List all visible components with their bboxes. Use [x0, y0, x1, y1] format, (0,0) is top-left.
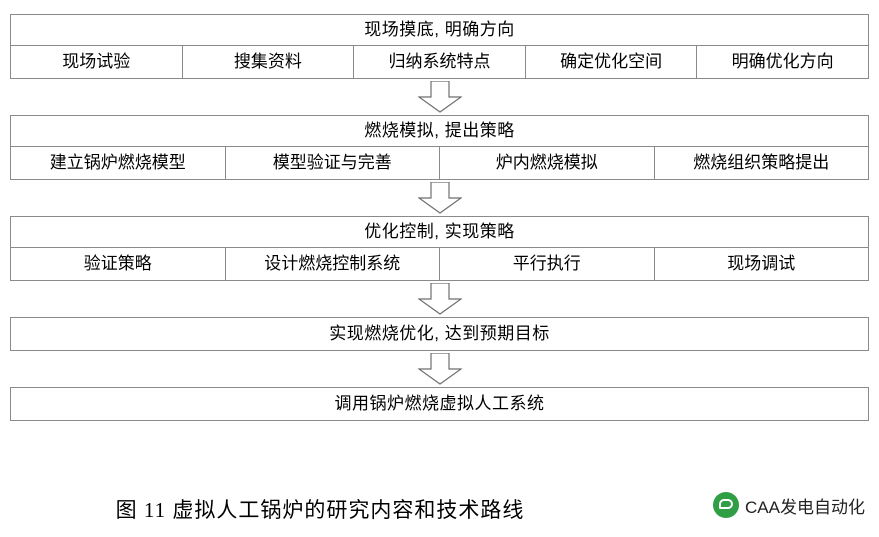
stage-2-title: 燃烧模拟, 提出策略	[11, 116, 868, 147]
stage-4-title: 实现燃烧优化, 达到预期目标	[329, 324, 550, 343]
stage-2-cell-4: 燃烧组织策略提出	[693, 153, 830, 172]
flow-stage-2: 燃烧模拟, 提出策略 建立锅炉燃烧模型 模型验证与完善 炉内燃烧模拟 燃烧组织策…	[10, 115, 869, 180]
flow-stage-4: 实现燃烧优化, 达到预期目标	[10, 317, 869, 351]
arrow-3-wrap	[10, 281, 869, 317]
down-arrow-icon	[417, 81, 462, 113]
stage-1-cell-1: 现场试验	[11, 46, 183, 78]
down-arrow-icon	[417, 283, 462, 315]
caa-leaf-logo-icon	[713, 492, 740, 518]
stage-3-cell-2: 设计燃烧控制系统	[226, 248, 440, 280]
stage-3-cell-3: 平行执行	[440, 248, 655, 280]
down-arrow-icon	[417, 353, 462, 385]
stage-3-row: 验证策略 设计燃烧控制系统 平行执行 现场调试	[11, 248, 868, 280]
stage-1-cell-2: 搜集资料	[183, 46, 355, 78]
stage-3-cell-4: 现场调试	[727, 254, 796, 273]
stage-3-title: 优化控制, 实现策略	[11, 217, 868, 248]
flowchart: 现场摸底, 明确方向 现场试验 搜集资料 归纳系统特点 确定优化空间 明确优化方…	[10, 14, 869, 421]
flow-stage-3: 优化控制, 实现策略 验证策略 设计燃烧控制系统 平行执行 现场调试	[10, 216, 869, 281]
arrow-2-wrap	[10, 180, 869, 216]
stage-1-row: 现场试验 搜集资料 归纳系统特点 确定优化空间 明确优化方向	[11, 46, 868, 78]
arrow-1-wrap	[10, 79, 869, 115]
watermark-text: CAA发电自动化	[745, 497, 865, 517]
stage-2-cell-3: 炉内燃烧模拟	[440, 147, 655, 179]
flow-stage-1: 现场摸底, 明确方向 现场试验 搜集资料 归纳系统特点 确定优化空间 明确优化方…	[10, 14, 869, 79]
stage-1-cell-3: 归纳系统特点	[354, 46, 526, 78]
stage-2-cell-1: 建立锅炉燃烧模型	[11, 147, 226, 179]
down-arrow-icon	[417, 182, 462, 214]
stage-5-title: 调用锅炉燃烧虚拟人工系统	[334, 394, 545, 413]
figure-caption: 图 11 虚拟人工锅炉的研究内容和技术路线	[115, 498, 525, 522]
stage-3-cell-1: 验证策略	[11, 248, 226, 280]
stage-2-cell-2: 模型验证与完善	[226, 147, 440, 179]
flow-stage-5: 调用锅炉燃烧虚拟人工系统	[10, 387, 869, 421]
stage-1-cell-5: 明确优化方向	[731, 52, 834, 71]
stage-1-cell-4: 确定优化空间	[526, 46, 698, 78]
stage-2-row: 建立锅炉燃烧模型 模型验证与完善 炉内燃烧模拟 燃烧组织策略提出	[11, 147, 868, 179]
watermark: CAA发电自动化	[713, 492, 865, 518]
arrow-4-wrap	[10, 351, 869, 387]
stage-1-title: 现场摸底, 明确方向	[11, 15, 868, 46]
